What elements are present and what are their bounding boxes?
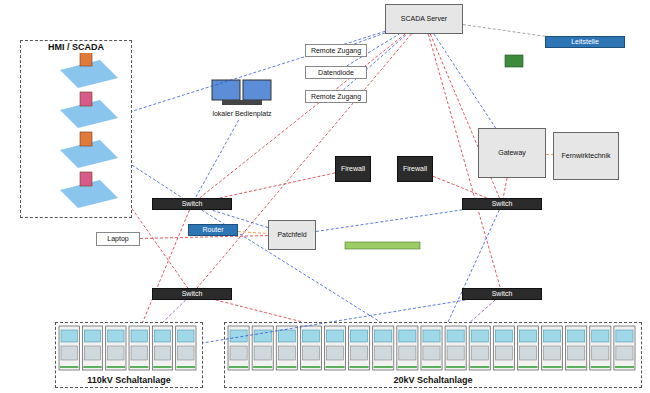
network-connector [470, 300, 495, 322]
group-title: 110kV Schaltanlage [85, 376, 173, 386]
network-connector [132, 31, 385, 111]
bay-symbol [276, 326, 297, 370]
network-connector [434, 34, 496, 128]
device-box: Firewall [397, 156, 433, 182]
bay-symbol [614, 326, 635, 370]
network-connector [143, 210, 190, 322]
network-connector [163, 300, 186, 322]
bay-symbol [129, 326, 149, 370]
bay-symbol [445, 326, 466, 370]
group-region: 110kV Schaltanlage [55, 322, 203, 388]
bay-symbol [542, 326, 563, 370]
group-title: 20kV Schaltanlage [391, 376, 474, 386]
node-label: Leitstelle [571, 38, 599, 46]
node-label: Switch [492, 200, 513, 208]
bay-symbol [252, 326, 273, 370]
group-region: HMI / SCADA [20, 40, 132, 218]
bay-symbol [397, 326, 418, 370]
node-label: Fernwirktechnik [561, 152, 610, 160]
node-label: lokaler Bedienplatz [212, 110, 271, 118]
bay-symbol [59, 326, 79, 370]
bay-symbol [421, 326, 442, 370]
network-connector [354, 33, 385, 44]
network-connector [238, 232, 268, 234]
node-label: Switch [182, 290, 203, 298]
network-connector [433, 176, 487, 198]
network-connector [216, 300, 303, 322]
device-box: Switch [152, 198, 232, 210]
network-connector [200, 34, 406, 198]
node-label: Firewall [341, 165, 365, 173]
bay-symbol [517, 326, 538, 370]
device-box: Laptop [96, 232, 140, 246]
device-box: Remote Zugang [305, 44, 367, 57]
device-box: Firewall [335, 156, 371, 182]
bay-symbol [469, 326, 490, 370]
device-box: SCADA Server [385, 4, 463, 34]
device-box: Datendiode [305, 66, 367, 79]
device-box: lokaler Bedienplatz [200, 108, 284, 120]
network-connector [316, 210, 462, 232]
bay-symbol [300, 326, 321, 370]
device-box: Remote Zugang [305, 90, 367, 103]
device-box: Switch [462, 198, 542, 210]
network-connector [503, 178, 507, 198]
node-label: Gateway [498, 149, 526, 157]
network-connector [132, 209, 188, 288]
green-board [505, 55, 523, 67]
bay-symbol [82, 326, 102, 370]
monitor-icon [212, 80, 271, 105]
device-box: Gateway [478, 128, 546, 178]
bay-symbol [493, 326, 514, 370]
device-box: Leitstelle [545, 36, 625, 48]
device-box: Patchfeld [268, 220, 316, 250]
device-box: Switch [462, 288, 542, 300]
bay-symbol [590, 326, 611, 370]
network-connector [132, 165, 183, 198]
network-connector [195, 120, 238, 198]
green-bar [345, 242, 420, 249]
network-connector [448, 210, 499, 322]
network-connector [546, 154, 553, 155]
bay-symbol [106, 326, 126, 370]
server-icons [60, 52, 118, 208]
node-label: Datendiode [318, 69, 354, 77]
node-label: SCADA Server [401, 15, 447, 23]
bay-symbol [176, 326, 196, 370]
group-title: HMI / SCADA [46, 43, 106, 53]
network-connector [220, 173, 335, 198]
node-label: Switch [182, 200, 203, 208]
node-label: Remote Zugang [311, 93, 361, 101]
bay-symbol [566, 326, 587, 370]
network-connector [197, 34, 411, 288]
node-label: Router [202, 226, 223, 234]
group-region: 20kV Schaltanlage [224, 322, 642, 388]
network-connector [463, 25, 545, 37]
node-label: Laptop [107, 235, 128, 243]
bay-symbol [152, 326, 172, 370]
node-label: Switch [492, 290, 513, 298]
bay-symbol [324, 326, 345, 370]
device-box: Switch [152, 288, 232, 300]
bay-symbol [373, 326, 394, 370]
node-label: Patchfeld [277, 231, 306, 239]
network-connector [343, 34, 407, 90]
device-box: Router [188, 224, 238, 236]
bay-symbol [349, 326, 370, 370]
bay-symbol [228, 326, 249, 370]
node-label: Remote Zugang [311, 47, 361, 55]
node-label: Firewall [403, 165, 427, 173]
device-box: Fernwirktechnik [553, 132, 619, 180]
